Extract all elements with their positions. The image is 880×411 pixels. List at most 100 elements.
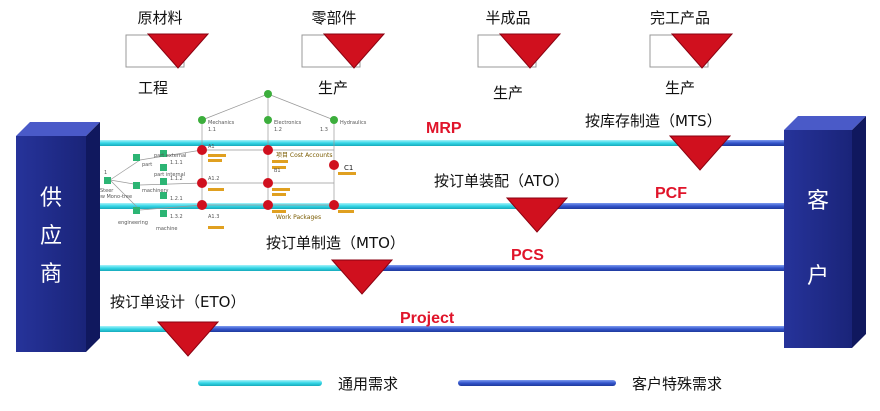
wbs-left-label: machine [156, 226, 178, 232]
wbs-node [197, 145, 207, 155]
wbs-left-label: engineering [118, 220, 148, 226]
customer-label: 客 [807, 189, 829, 214]
customer-wall [784, 116, 866, 348]
supplier-label: 供 [40, 186, 62, 211]
supplier-label: 商 [40, 262, 62, 287]
stage-component [301, 33, 386, 69]
system-mrp-label: MRP [426, 120, 462, 137]
wbs-node [160, 210, 167, 217]
wbs-level1-label: Hydraulics [340, 120, 367, 126]
work-package [208, 226, 224, 229]
work-package [272, 188, 290, 191]
wbs-left-label: part internal [154, 172, 185, 178]
wbs-node [133, 182, 140, 189]
wbs-left-code: 1 [104, 170, 107, 176]
wbs-node-label: B1 [274, 168, 281, 174]
wbs-node [160, 178, 167, 185]
legend-specific-label: 客户特殊需求 [632, 375, 722, 393]
decoupling-point-ato [505, 197, 569, 233]
wbs-node-label: A1.2 [208, 176, 219, 182]
work-package [208, 188, 224, 191]
decoupling-point-eto [156, 321, 220, 357]
stage-bottom-label: 工程 [138, 79, 168, 97]
wbs-root-node [264, 90, 272, 98]
wbs-node [264, 116, 272, 124]
wbs-nodes [104, 90, 356, 229]
flow-line-mto [100, 265, 784, 271]
legend [198, 380, 616, 386]
legend-generic-label: 通用需求 [338, 375, 398, 393]
work-package [272, 193, 286, 196]
wbs-node [160, 150, 167, 157]
wbs-level1-code: 1.3 [320, 127, 328, 133]
supplier-label: 应 [40, 224, 62, 249]
wbs-left-code: 1.1.2 [170, 176, 183, 182]
wbs-node [263, 145, 273, 155]
stage-finished [649, 33, 734, 69]
wbs-node-label: A1.3 [208, 214, 219, 220]
stage-bottom-label: 生产 [665, 79, 695, 97]
wbs-node [133, 207, 140, 214]
wbs-level1-label: Electronics [274, 120, 302, 126]
strategy-mts-label: 按库存制造（MTS） [585, 112, 722, 130]
wbs-node [160, 164, 167, 171]
wbs-left-label: machinery [142, 188, 169, 194]
flow-line-eto [100, 326, 784, 332]
wbs-node [263, 200, 273, 210]
stage-top-label: 零部件 [311, 9, 356, 27]
wbs-node [104, 177, 111, 184]
stage-rawmaterial [125, 33, 210, 69]
strategy-ato-label: 按订单装配（ATO） [434, 172, 569, 190]
flow-line-ato [100, 203, 784, 209]
wbs-level1-code: 1.2 [274, 127, 282, 133]
cost-accounts-label: 项目 Cost Accounts [276, 152, 333, 159]
work-package [338, 172, 356, 175]
system-pcs-label: PCS [511, 247, 544, 264]
flow-line-mts [100, 140, 784, 146]
strategy-mto-label: 按订单制造（MTO） [266, 234, 405, 252]
stage-top-label: 半成品 [485, 9, 530, 27]
strategy-eto-label: 按订单设计（ETO） [110, 293, 245, 311]
wbs-node-label: C1 [344, 164, 353, 172]
wbs-left-label: New Mono-tree [94, 194, 132, 200]
decoupling-point-mto [330, 259, 394, 295]
work-package [272, 160, 288, 163]
wbs-node-label: A1 [208, 144, 215, 150]
work-package [338, 210, 354, 213]
wbs-node [197, 178, 207, 188]
wbs-left-label: part external [154, 153, 186, 159]
wbs-node [329, 200, 339, 210]
wbs-left-code: 1.2.1 [170, 196, 183, 202]
wbs-left-label: part [142, 162, 152, 168]
stage-top-label: 原材料 [137, 9, 182, 27]
wbs-node [160, 192, 167, 199]
wbs-node [263, 178, 273, 188]
wbs-level1-code: 1.1 [208, 127, 216, 133]
stage-bottom-label: 生产 [318, 79, 348, 97]
work-packages-label: Work Packages [276, 214, 321, 221]
wbs-left-code: 1.3.2 [170, 214, 183, 220]
wbs-node [197, 200, 207, 210]
wbs-left-label: Steer [100, 188, 114, 194]
stage-top-label: 完工产品 [650, 9, 710, 27]
legend-generic-swatch [198, 380, 322, 386]
stage-bottom-label: 生产 [493, 84, 523, 102]
wbs-node [330, 116, 338, 124]
wbs-level1-label: Mechanics [208, 120, 235, 126]
system-pcf-label: PCF [655, 185, 687, 202]
customer-label: 户 [807, 264, 829, 289]
work-package [272, 210, 286, 213]
work-package [208, 159, 222, 162]
wbs-node [198, 116, 206, 124]
decoupling-point-mts [668, 135, 732, 171]
supplier-wall [16, 122, 100, 352]
wbs-node [329, 160, 339, 170]
legend-specific-swatch [458, 380, 616, 386]
work-package [272, 166, 286, 169]
system-project-label: Project [400, 310, 455, 327]
work-package [208, 154, 226, 157]
wbs-node [133, 154, 140, 161]
wbs-left-code: 1.1.1 [170, 160, 183, 166]
